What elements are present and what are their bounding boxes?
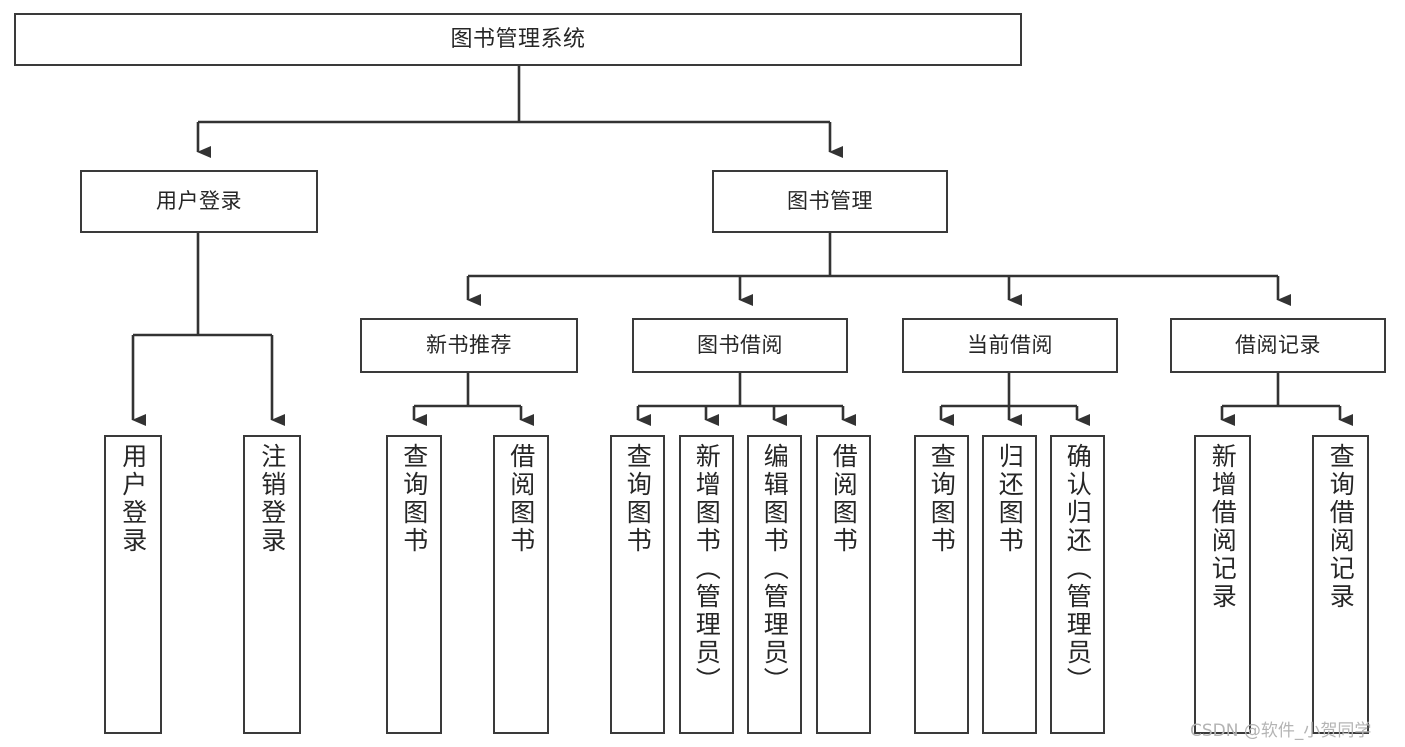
- leaf-query-book-1[interactable]: 查询图书: [386, 435, 442, 734]
- leaf-borrow-book-1-label: 借阅图书: [506, 443, 536, 555]
- leaf-confirm-return-admin[interactable]: 确认归还（管理员）: [1050, 435, 1105, 734]
- leaf-edit-book-admin[interactable]: 编辑图书（管理员）: [747, 435, 802, 734]
- node-root[interactable]: 图书管理系统: [14, 13, 1022, 66]
- node-book-manage[interactable]: 图书管理: [712, 170, 948, 233]
- node-new-book-recommend-label: 新书推荐: [426, 333, 512, 357]
- node-book-manage-label: 图书管理: [787, 189, 873, 213]
- node-book-borrow-label: 图书借阅: [697, 333, 783, 357]
- leaf-add-book-admin[interactable]: 新增图书（管理员）: [679, 435, 734, 734]
- node-current-borrow[interactable]: 当前借阅: [902, 318, 1118, 373]
- leaf-user-login[interactable]: 用户登录: [104, 435, 162, 734]
- leaf-borrow-book-2-label: 借阅图书: [829, 443, 859, 555]
- leaf-borrow-book-1[interactable]: 借阅图书: [493, 435, 549, 734]
- leaf-query-book-3-label: 查询图书: [927, 443, 957, 555]
- leaf-logout-login[interactable]: 注销登录: [243, 435, 301, 734]
- leaf-query-book-2[interactable]: 查询图书: [610, 435, 665, 734]
- leaf-add-borrow-record[interactable]: 新增借阅记录: [1194, 435, 1251, 734]
- leaf-return-book[interactable]: 归还图书: [982, 435, 1037, 734]
- leaf-user-login-label: 用户登录: [118, 443, 148, 555]
- leaf-edit-book-admin-label: 编辑图书（管理员）: [760, 443, 790, 695]
- node-root-label: 图书管理系统: [450, 26, 586, 52]
- leaf-return-book-label: 归还图书: [995, 443, 1025, 555]
- node-book-borrow[interactable]: 图书借阅: [632, 318, 848, 373]
- leaf-query-book-2-label: 查询图书: [623, 443, 653, 555]
- leaf-query-borrow-record-label: 查询借阅记录: [1326, 443, 1356, 611]
- leaf-query-borrow-record[interactable]: 查询借阅记录: [1312, 435, 1369, 734]
- leaf-logout-login-label: 注销登录: [257, 443, 287, 555]
- node-user-login[interactable]: 用户登录: [80, 170, 318, 233]
- node-new-book-recommend[interactable]: 新书推荐: [360, 318, 578, 373]
- leaf-query-book-1-label: 查询图书: [399, 443, 429, 555]
- node-user-login-label: 用户登录: [156, 189, 242, 213]
- node-borrow-record-label: 借阅记录: [1235, 333, 1321, 357]
- leaf-add-book-admin-label: 新增图书（管理员）: [692, 443, 722, 695]
- node-current-borrow-label: 当前借阅: [967, 333, 1053, 357]
- leaf-confirm-return-admin-label: 确认归还（管理员）: [1063, 443, 1093, 695]
- leaf-query-book-3[interactable]: 查询图书: [914, 435, 969, 734]
- csdn-watermark: CSDN @软件_小贺同学: [1190, 721, 1372, 741]
- node-borrow-record[interactable]: 借阅记录: [1170, 318, 1386, 373]
- leaf-borrow-book-2[interactable]: 借阅图书: [816, 435, 871, 734]
- leaf-add-borrow-record-label: 新增借阅记录: [1208, 443, 1238, 611]
